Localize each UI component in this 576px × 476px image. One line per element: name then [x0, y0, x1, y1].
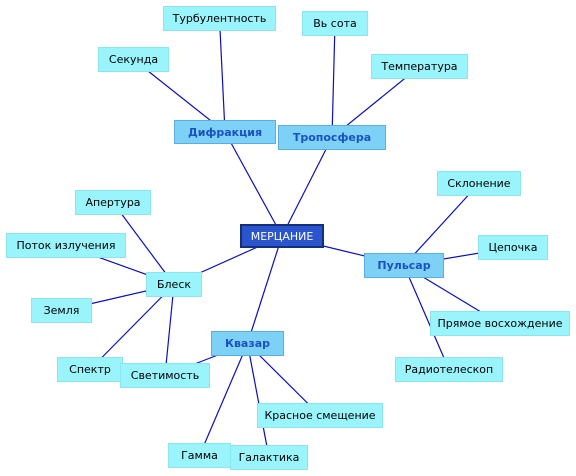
node-svetimost[interactable]: Светимость — [120, 363, 210, 388]
node-root-mercanie[interactable]: МЕРЦАНИЕ — [240, 224, 324, 248]
node-difrakciya[interactable]: Дифракция — [174, 120, 276, 144]
edge-kvazar-galak — [246, 343, 270, 458]
node-kvazar[interactable]: Квазар — [211, 331, 284, 356]
edge-root-difr — [224, 131, 283, 237]
node-potok-izlucheniya[interactable]: Поток излучения — [6, 233, 126, 258]
node-apertura[interactable]: Апертура — [75, 190, 151, 215]
edge-root-tropo — [281, 137, 333, 237]
node-radioteleskop[interactable]: Радиотелескоп — [395, 357, 503, 382]
node-zemlya[interactable]: Земля — [31, 298, 92, 323]
node-sekunda[interactable]: Секунда — [98, 47, 169, 72]
node-temperatura[interactable]: Температура — [371, 54, 468, 79]
edge-tropo-vysota — [331, 23, 336, 138]
edge-blesk-spektr — [89, 284, 175, 370]
edge-root-kvazar — [246, 235, 283, 344]
edge-pulsar-radio — [403, 265, 450, 370]
node-pulsar[interactable]: Пульсар — [364, 253, 444, 278]
node-gamma[interactable]: Гамма — [168, 443, 231, 468]
node-pryamoe-voshozhdenie[interactable]: Прямое восхождение — [430, 311, 570, 336]
node-cepochka[interactable]: Цепочка — [478, 235, 548, 260]
node-galaktika[interactable]: Галактика — [230, 445, 308, 470]
node-blesk[interactable]: Блеск — [146, 272, 202, 297]
node-turbulentnost[interactable]: Турбулентность — [163, 6, 276, 31]
edge-difr-turb — [218, 18, 226, 133]
node-troposfera[interactable]: Тропосфера — [278, 125, 386, 150]
edge-kvazar-gamma — [198, 343, 249, 456]
edge-blesk-svet — [164, 284, 175, 376]
edge-blesk-apert — [112, 202, 175, 285]
node-krasnoe-smeshchenie[interactable]: Красное смещение — [257, 403, 383, 428]
node-sklonenie[interactable]: Склонение — [437, 171, 521, 196]
node-vysota[interactable]: Вь сота — [302, 11, 368, 36]
edge-pulsar-sklon — [403, 183, 480, 266]
node-spektr[interactable]: Спектр — [57, 357, 123, 382]
